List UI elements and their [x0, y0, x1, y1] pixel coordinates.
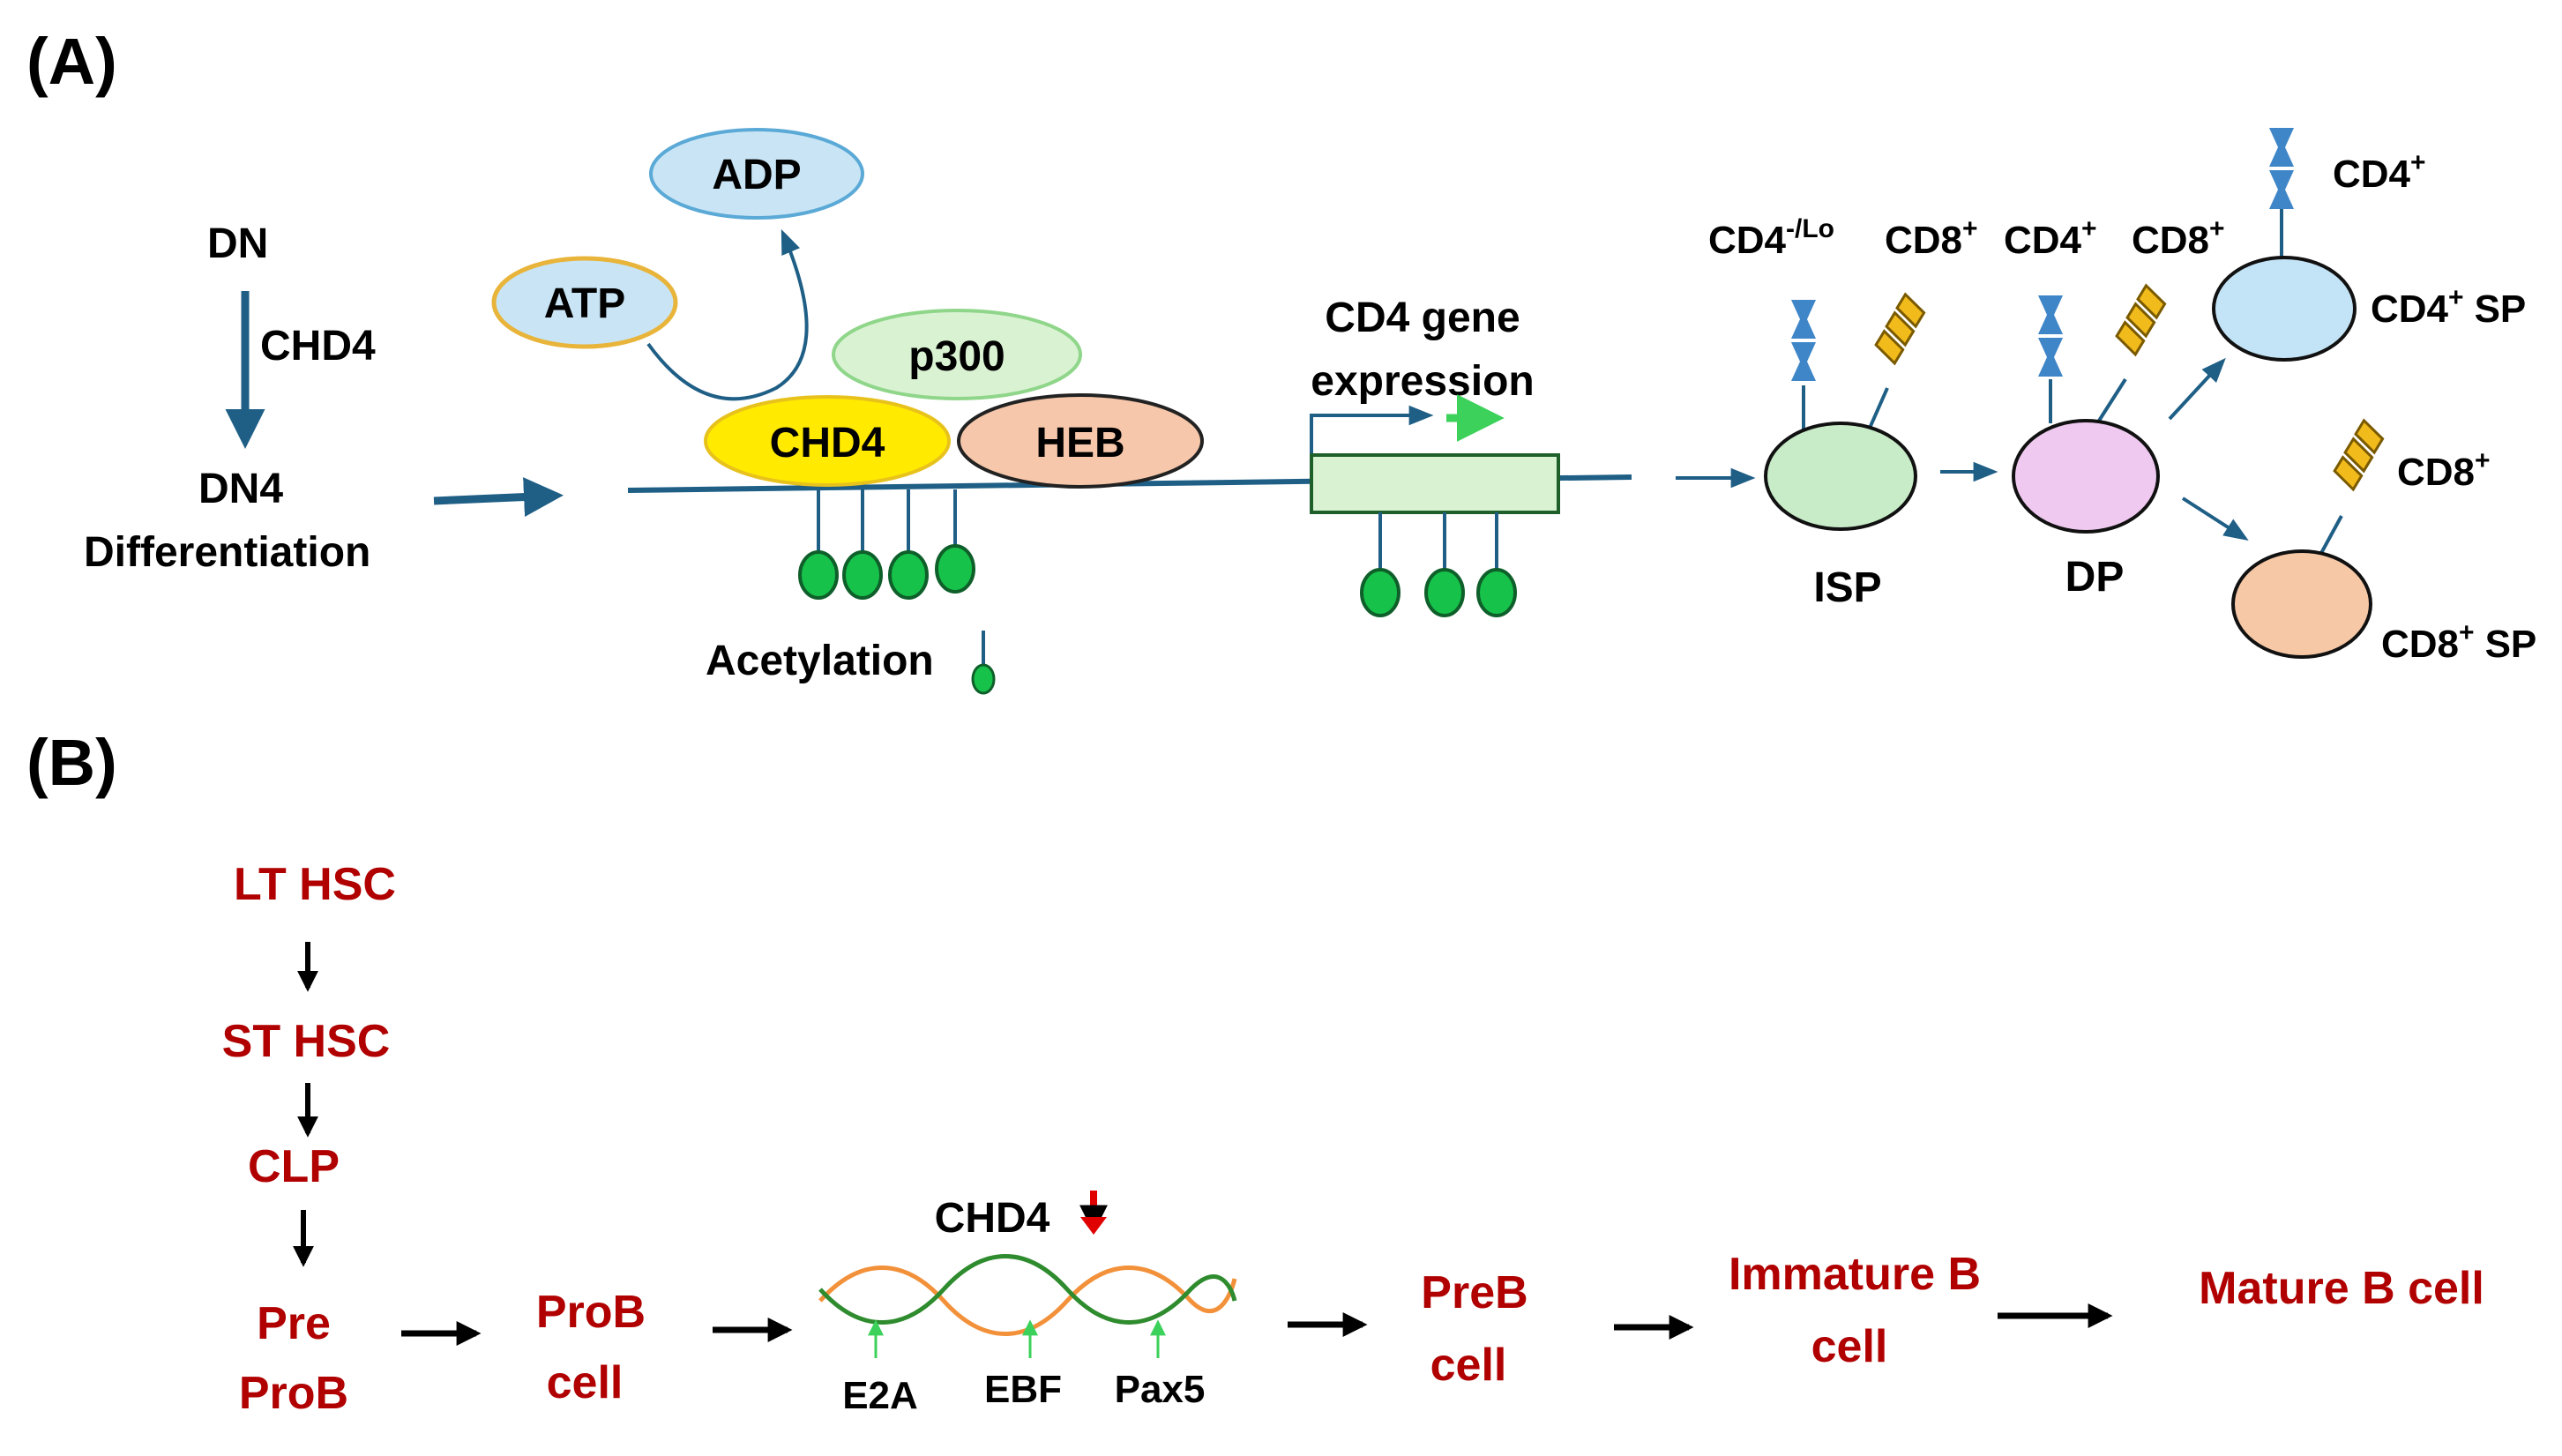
dp-cd4-receptor [2038, 295, 2063, 334]
lt-hsc-label: LT HSC [234, 859, 396, 910]
dp-label: DP [2065, 554, 2125, 601]
isp-cell [1764, 422, 1917, 531]
immature-label-1: Immature B [1729, 1249, 1981, 1300]
panel-a-label: (A) [26, 25, 117, 98]
panel-b-label: (B) [26, 726, 117, 799]
dn4-label: DN4 [198, 466, 283, 512]
dna-strand-green [818, 1254, 1237, 1325]
heb-label: HEB [1035, 420, 1124, 467]
mature-label: Mature B cell [2199, 1263, 2484, 1314]
cd8sp-label: CD8+SP [2381, 618, 2536, 666]
chd4-b-label: CHD4 [935, 1195, 1050, 1242]
dp-cd8-label: CD8+ [2132, 214, 2225, 262]
cd8sp-cell [2231, 549, 2372, 659]
expression-label: expression [1311, 358, 1534, 405]
chd4-down-arrowhead [1080, 1217, 1107, 1235]
cd8sp-marker-label: CD8+ [2397, 446, 2491, 494]
ebf-label: EBF [984, 1368, 1062, 1411]
atp-label: ATP [544, 280, 625, 327]
immature-label-2: cell [1811, 1321, 1888, 1372]
preprob-label: ProB [239, 1368, 348, 1419]
transcription-start [1310, 405, 1434, 455]
acetyl-marks-complex [817, 489, 957, 556]
atp-ellipse [491, 256, 678, 349]
cd4sp-label: CD4+SP [2371, 283, 2526, 331]
chd4-label: CHD4 [770, 420, 885, 467]
cd4sp-marker-label: CD4+ [2333, 148, 2426, 196]
isp-cd8-receptor [1874, 292, 1926, 366]
acetylation-label: Acetylation [706, 638, 934, 684]
isp-cd8-label: CD8+ [1885, 214, 1978, 262]
dp-cell [2012, 419, 2160, 534]
cd4sp-cell [2212, 256, 2357, 362]
preb-label-2: cell [1430, 1340, 1507, 1391]
dp-cd4-receptor-2 [2038, 338, 2063, 377]
p300-ellipse [832, 309, 1082, 400]
chd4-ellipse [704, 395, 951, 487]
cd4sp-receptor-2 [2269, 170, 2294, 209]
e2a-label: E2A [842, 1374, 918, 1417]
preb-label-1: PreB [1421, 1267, 1527, 1318]
st-hsc-label: ST HSC [222, 1016, 391, 1067]
to-complex-arrow [433, 477, 564, 518]
adp-label: ADP [712, 152, 801, 198]
cd8sp-receptor [2333, 418, 2385, 492]
p300-label: p300 [908, 333, 1005, 380]
isp-cd4-label: CD4-/Lo [1708, 214, 1834, 262]
dp-cd8-receptor [2115, 283, 2167, 357]
prob-cell-label-2: cell [547, 1357, 624, 1408]
heb-ellipse [957, 393, 1204, 489]
acetyl-balls-gene [1360, 568, 1517, 617]
dp-cd4-label: CD4+ [2004, 214, 2097, 262]
pax5-label: Pax5 [1115, 1368, 1206, 1411]
dp-to-cd4sp-arrow [2168, 357, 2226, 421]
chd4-arrow-label: CHD4 [260, 323, 376, 370]
atp-hydrolysis-arrow [646, 228, 809, 401]
dna-strand-orange [818, 1266, 1237, 1336]
dn-label: DN [207, 220, 268, 267]
adp-ellipse [649, 128, 864, 220]
acetyl-balls-complex [798, 544, 975, 600]
cd4sp-receptor [2269, 128, 2294, 167]
isp-label: ISP [1813, 564, 1881, 611]
pre-label: Pre [257, 1298, 331, 1349]
dp-cd8-stalk [2097, 377, 2127, 422]
cd4-gene-box [1310, 453, 1560, 514]
cd4-gene-label: CD4 gene [1325, 295, 1520, 341]
acetyl-marks-gene [1378, 512, 1498, 573]
clp-label: CLP [248, 1141, 340, 1192]
acetylation-legend-icon [971, 631, 996, 695]
isp-cd4-receptor [1791, 300, 1816, 339]
isp-cd4-receptor-2 [1791, 342, 1816, 381]
dp-to-cd8sp-arrow [2181, 497, 2249, 541]
differentiation-label: Differentiation [84, 529, 370, 576]
prob-cell-label-1: ProB [536, 1287, 646, 1338]
